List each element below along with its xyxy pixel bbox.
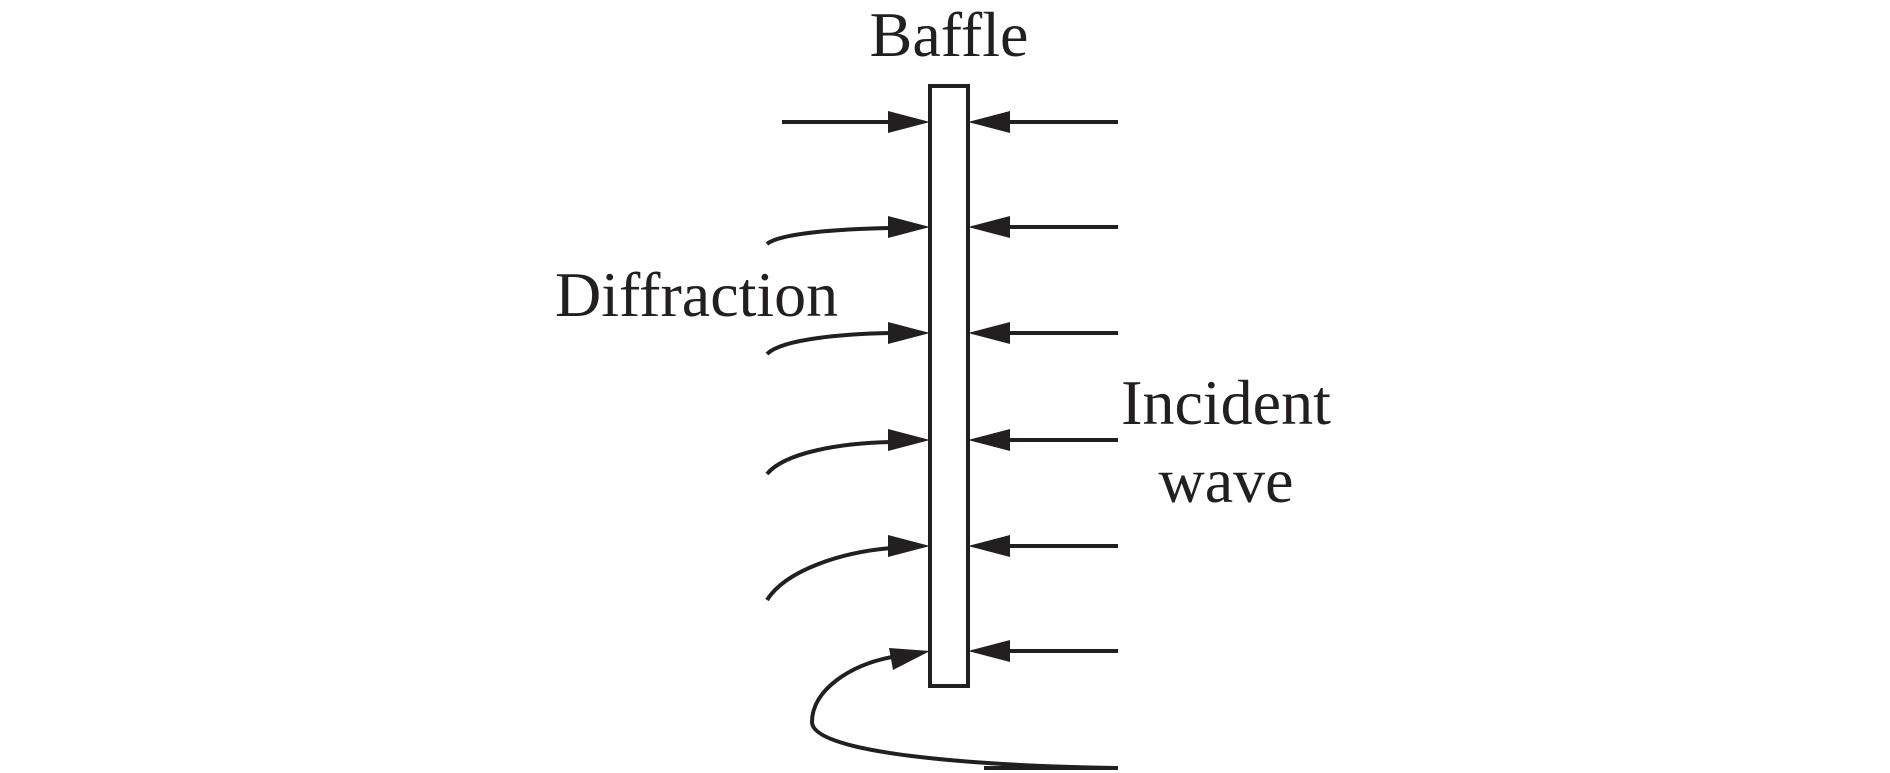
- incident-arrow: [968, 216, 1118, 238]
- diffraction-arrow: [765, 322, 930, 356]
- diffraction-arrow: [765, 429, 930, 476]
- incident-arrow: [968, 429, 1118, 451]
- diffraction-arrow: [765, 216, 930, 246]
- baffle-label: Baffle: [870, 0, 1029, 70]
- baffle-plate: [928, 84, 970, 688]
- incident-arrow: [968, 111, 1118, 133]
- diffraction-label: Diffraction: [555, 259, 838, 330]
- left-direct-arrow: [782, 111, 930, 133]
- diffraction-arrow: [765, 535, 930, 602]
- diffraction-arrow: [809, 648, 1117, 770]
- incident-arrow: [968, 322, 1118, 344]
- incident-arrow: [968, 535, 1118, 557]
- incident-wave-label-line2: wave: [1158, 445, 1293, 516]
- incident-arrow: [968, 640, 1118, 662]
- incident-wave-label-line1: Incident: [1121, 367, 1331, 438]
